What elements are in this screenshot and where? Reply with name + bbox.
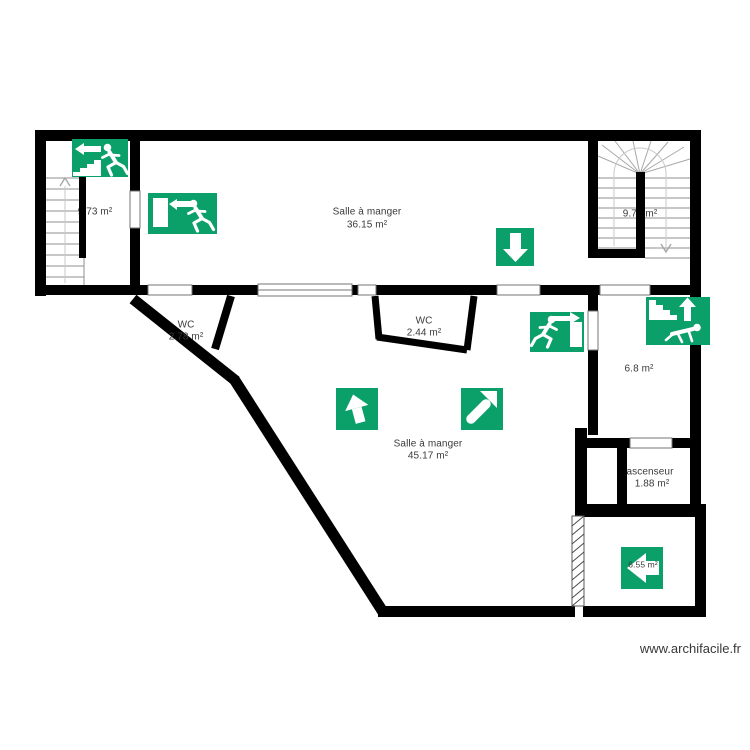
- emergency-exit-arrow-down-sign: [496, 228, 534, 266]
- emergency-exit-stairs-up-sign: [646, 297, 710, 345]
- emergency-exit-stairs-down-left-sign: [72, 139, 130, 177]
- arrow-up-icon: [345, 394, 369, 424]
- right-staircase: [597, 140, 691, 259]
- arrow-left-icon: [75, 143, 101, 155]
- arrow-left-icon: [169, 199, 195, 210]
- arrow-down-icon: [503, 233, 528, 262]
- crawling-man-icon: [664, 323, 701, 344]
- emergency-exit-arrow-left-sign: [621, 547, 663, 589]
- door-icon: [153, 198, 168, 227]
- arrow-up-icon: [679, 297, 696, 321]
- watermark: www.archifacile.fr: [639, 641, 741, 656]
- evacuation-arrow-up-right-sign: [461, 388, 503, 430]
- stairs-icon: [649, 300, 677, 320]
- emergency-exit-door-right-sign: [529, 312, 584, 352]
- arrow-up-right-icon: [466, 391, 497, 424]
- stairs-icon: [73, 160, 101, 176]
- door-openings: [129, 190, 673, 449]
- hatched-opening: [571, 515, 585, 607]
- door-icon: [570, 322, 582, 347]
- arrow-left-icon: [627, 553, 659, 583]
- evacuation-arrow-up-sign: [336, 388, 378, 430]
- emergency-exit-door-left-sign: [148, 193, 217, 234]
- arrow-right-icon: [550, 312, 580, 324]
